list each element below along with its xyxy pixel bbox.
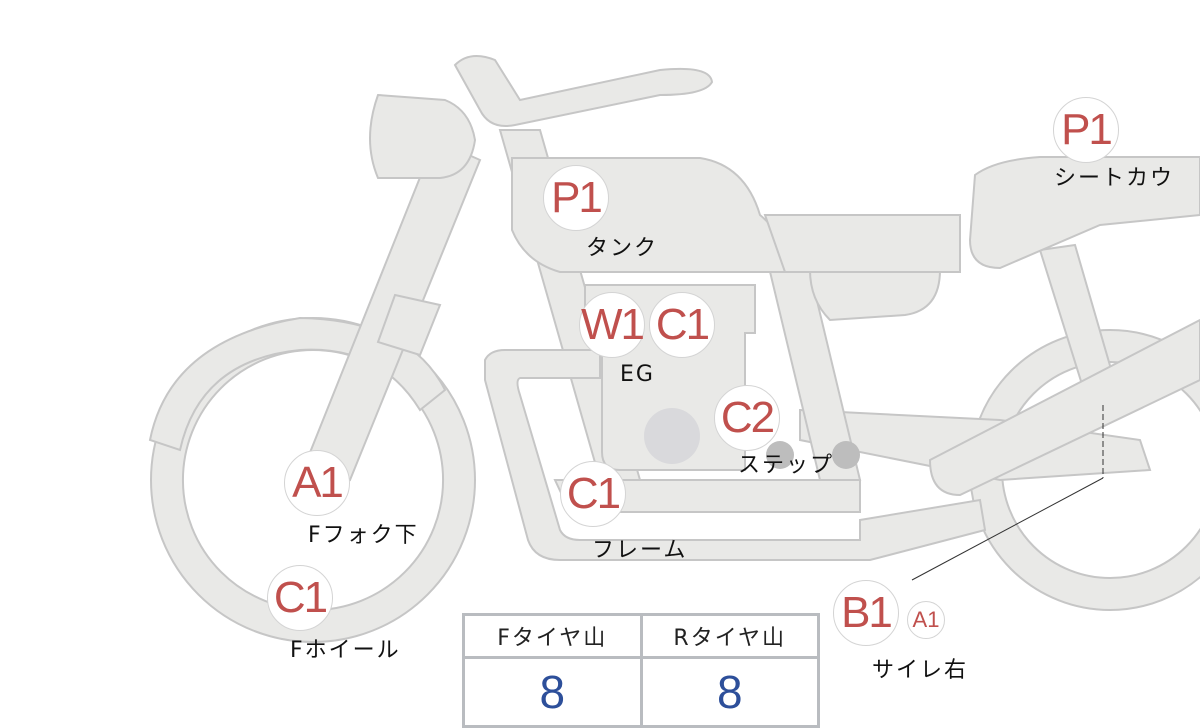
engine-marker-w1: W1 bbox=[579, 292, 645, 358]
tank-label: タンク bbox=[586, 236, 659, 261]
fork-condition-marker: A1 bbox=[284, 450, 350, 516]
front-tire-value: 8 bbox=[462, 656, 643, 728]
front-tire-header: Fタイヤ山 bbox=[462, 613, 643, 659]
seat-label: シートカウ bbox=[1054, 166, 1175, 191]
frame-label: フレーム bbox=[592, 538, 688, 563]
wheel-condition-marker: C1 bbox=[267, 565, 333, 631]
muffler-marker-a1: A1 bbox=[907, 601, 945, 639]
rear-tire-value: 8 bbox=[639, 656, 820, 728]
seat-condition-marker: P1 bbox=[1053, 97, 1119, 163]
engine-marker-c1: C1 bbox=[649, 292, 715, 358]
muffler-label: サイレ右 bbox=[872, 658, 969, 683]
engine-label: EG bbox=[620, 362, 655, 387]
seat bbox=[968, 156, 1200, 270]
step-condition-marker: C2 bbox=[714, 385, 780, 451]
muffler bbox=[928, 318, 1200, 497]
frame-condition-marker: C1 bbox=[560, 461, 626, 527]
muffler-marker-b1: B1 bbox=[833, 580, 899, 646]
rear-tire-header: Rタイヤ山 bbox=[639, 613, 820, 659]
tank-condition-marker: P1 bbox=[543, 165, 609, 231]
step-label: ステップ bbox=[738, 453, 835, 478]
headlight bbox=[369, 93, 477, 179]
tire-tread-table: Fタイヤ山 Rタイヤ山 8 8 bbox=[462, 613, 820, 728]
fork-label: Fフォク下 bbox=[308, 523, 419, 548]
wheel-label: Fホイール bbox=[290, 638, 401, 663]
